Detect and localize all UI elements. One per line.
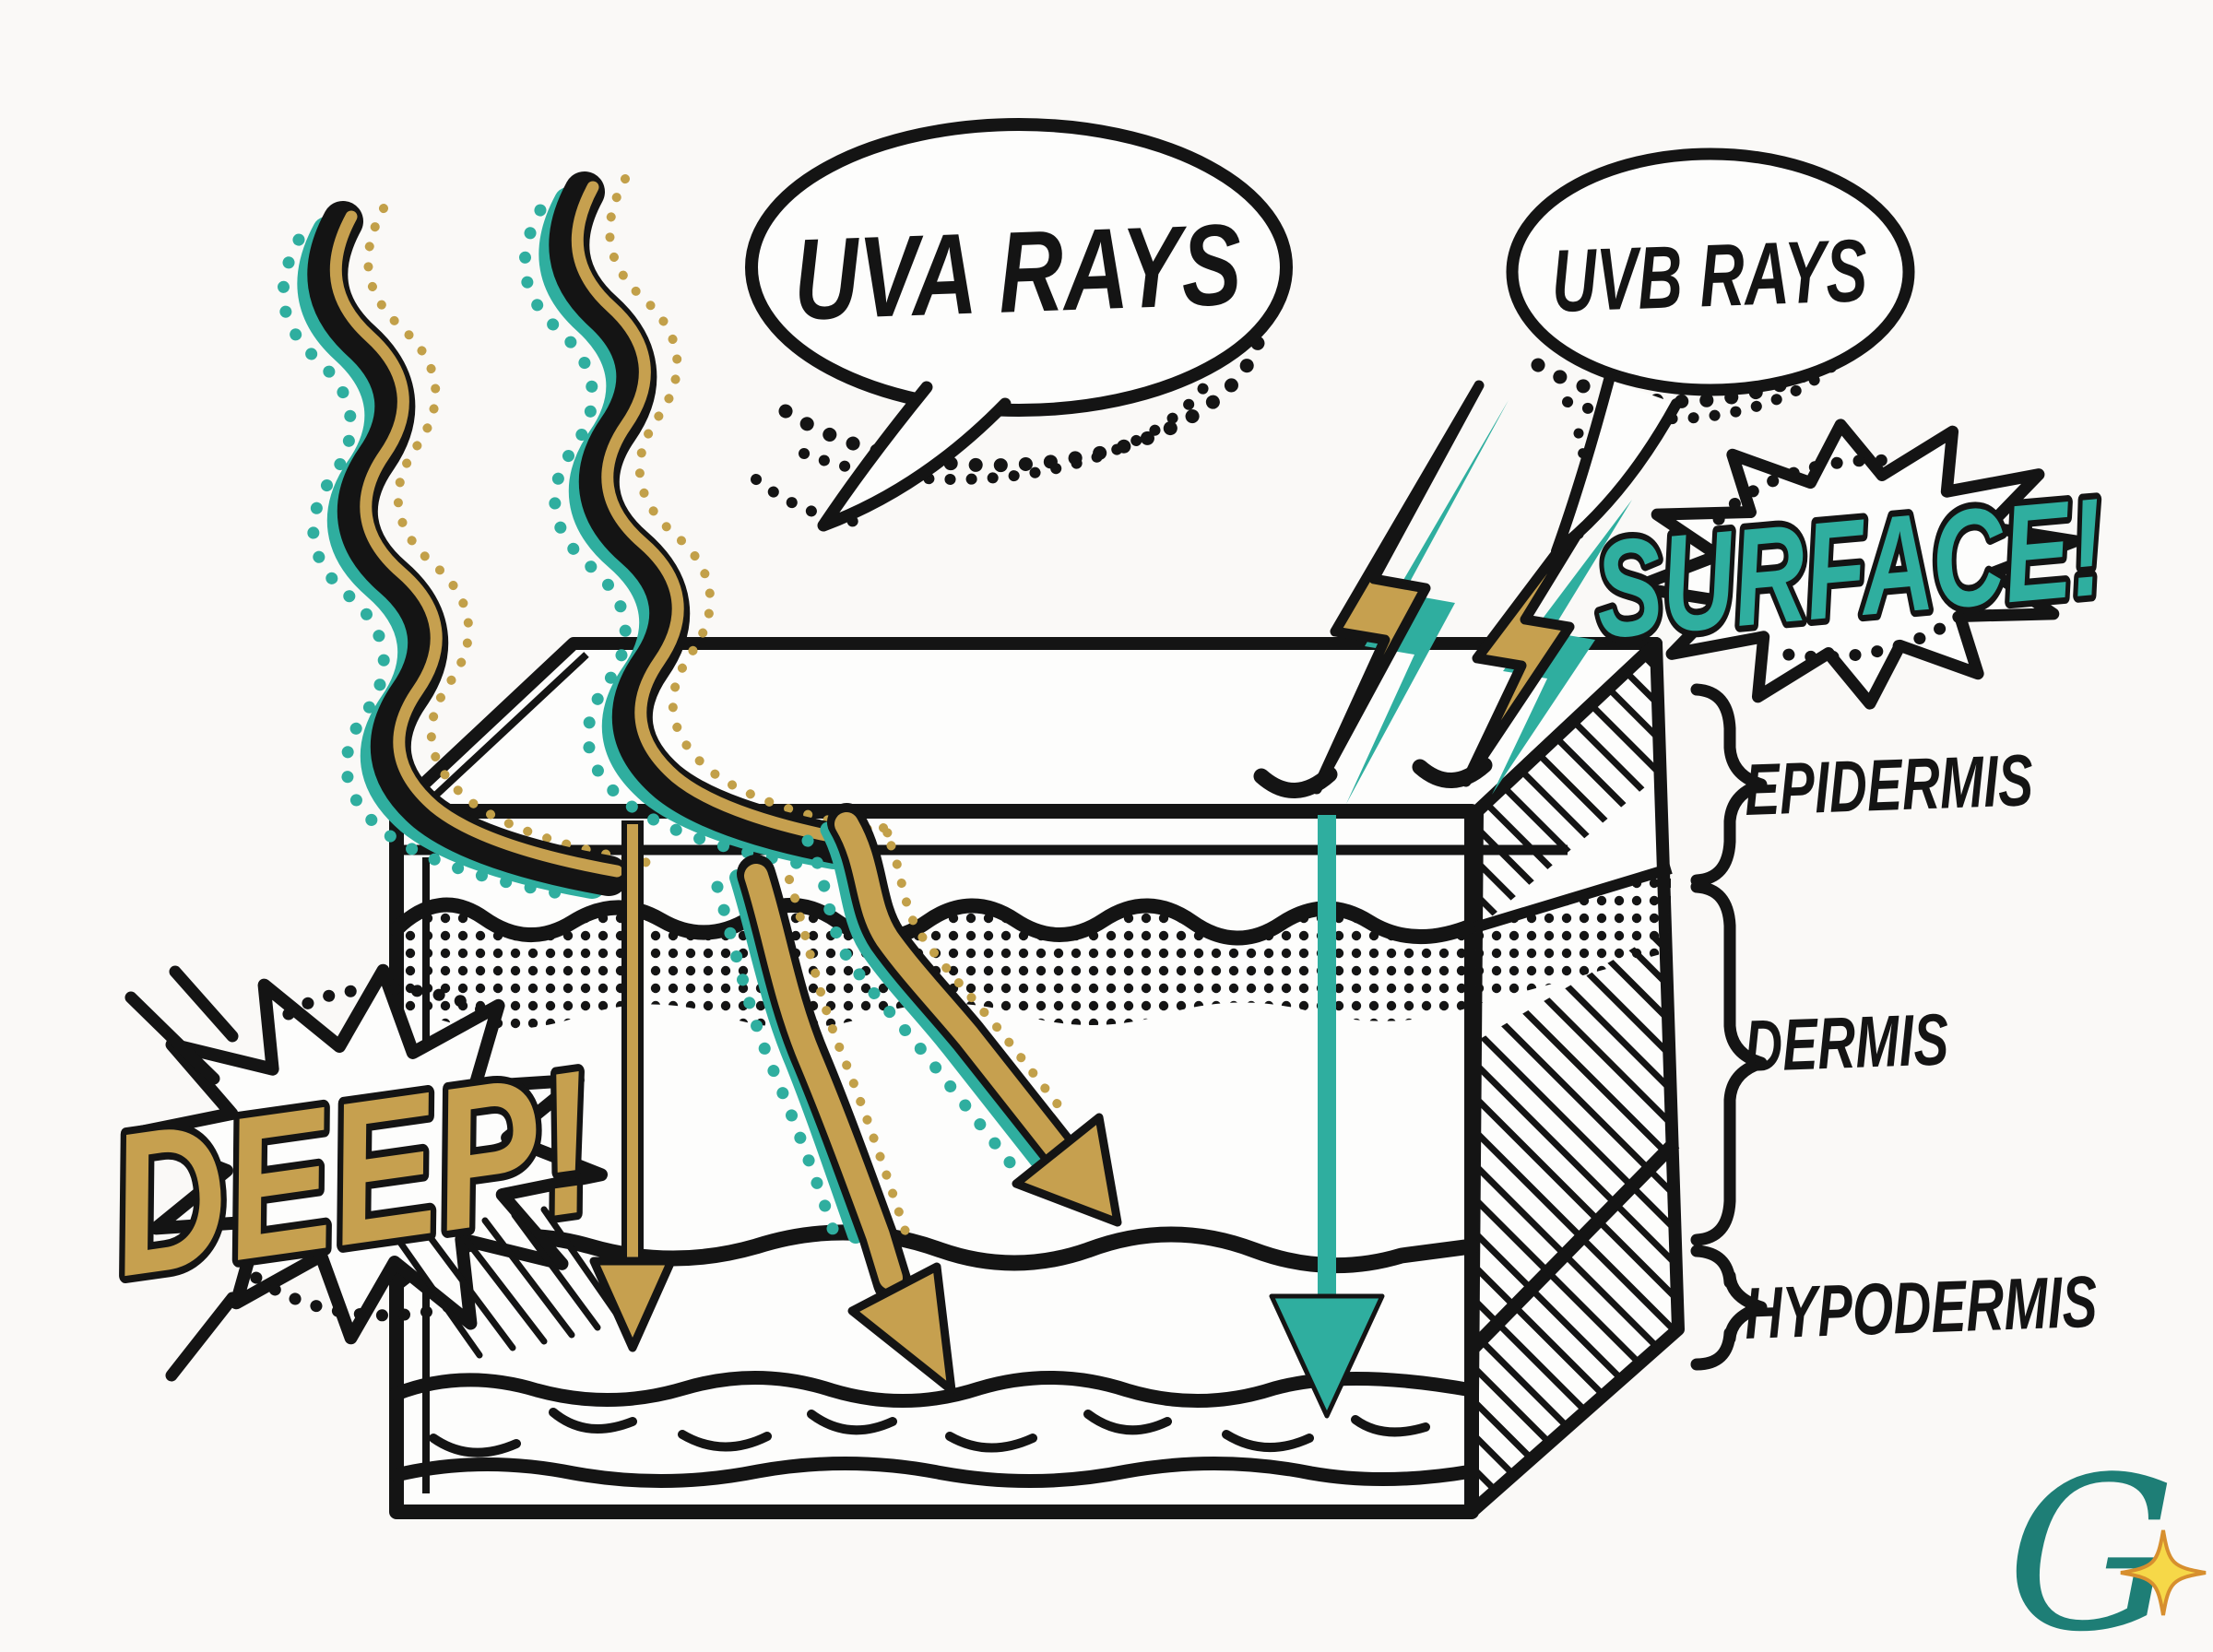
penetration-arrows (589, 803, 1385, 1419)
fat-lobules (429, 1408, 1430, 1457)
logo-monogram: G (2006, 1433, 2176, 1652)
uva-rays-bubble: UVA RAYS (745, 118, 1293, 532)
uvb-rays-bubble: UVB RAYS (1506, 148, 1915, 557)
surface-burst-shape (1628, 419, 2082, 710)
uvb-surface-arrow (1269, 815, 1385, 1419)
side-face-hypodermis-edge (1468, 1138, 1680, 1353)
uvb-bolt-shadow (1492, 500, 1632, 795)
logo: G (2006, 1433, 2207, 1652)
deep-burst-hatch (393, 1206, 623, 1359)
uvb-bolt-shadow (1346, 400, 1509, 804)
side-face-hatch-bottom (1473, 926, 1678, 1508)
surface-burst (1628, 419, 2082, 710)
epidermis-band-side (1475, 870, 1671, 1005)
epidermis-label: EPIDERMIS (1744, 739, 2035, 831)
dermis-label: DERMIS (1744, 998, 1950, 1087)
dermis-brace (1690, 880, 1768, 1246)
deep-burst-shape (125, 963, 609, 1345)
uva-deep-arrow-1 (711, 855, 956, 1395)
epidermis-brace (1690, 683, 1768, 887)
hypodermis-brace (1690, 1245, 1768, 1371)
sparkle-icon (2120, 1529, 2207, 1616)
uvb-rays-label: UVB RAYS (1550, 220, 1869, 331)
side-face-hatch-top (1479, 649, 1658, 926)
layer-annotations: EPIDERMIS DERMIS HYPODERMIS (1690, 683, 2099, 1371)
epidermis-boundary-line (389, 897, 1479, 946)
deep-burst-speedlines (124, 965, 239, 1382)
epidermis-boundary-side (1473, 863, 1673, 933)
impact-mark (1253, 757, 1493, 798)
uvb-lightning-group (1253, 380, 1632, 804)
uva-wavy-ray-icon (277, 201, 654, 901)
fat-band-top-line (389, 1370, 1479, 1409)
uva-rays-label: UVA RAYS (791, 200, 1243, 344)
dermis-hypodermis-boundary (388, 1224, 1480, 1292)
top-face-inner-edge (418, 652, 589, 812)
uva-deep-arrow-2 (801, 803, 1122, 1227)
deep-burst (125, 963, 609, 1345)
fat-band-bottom-line (389, 1456, 1479, 1489)
hypodermis-label: HYPODERMIS (1744, 1261, 2099, 1355)
